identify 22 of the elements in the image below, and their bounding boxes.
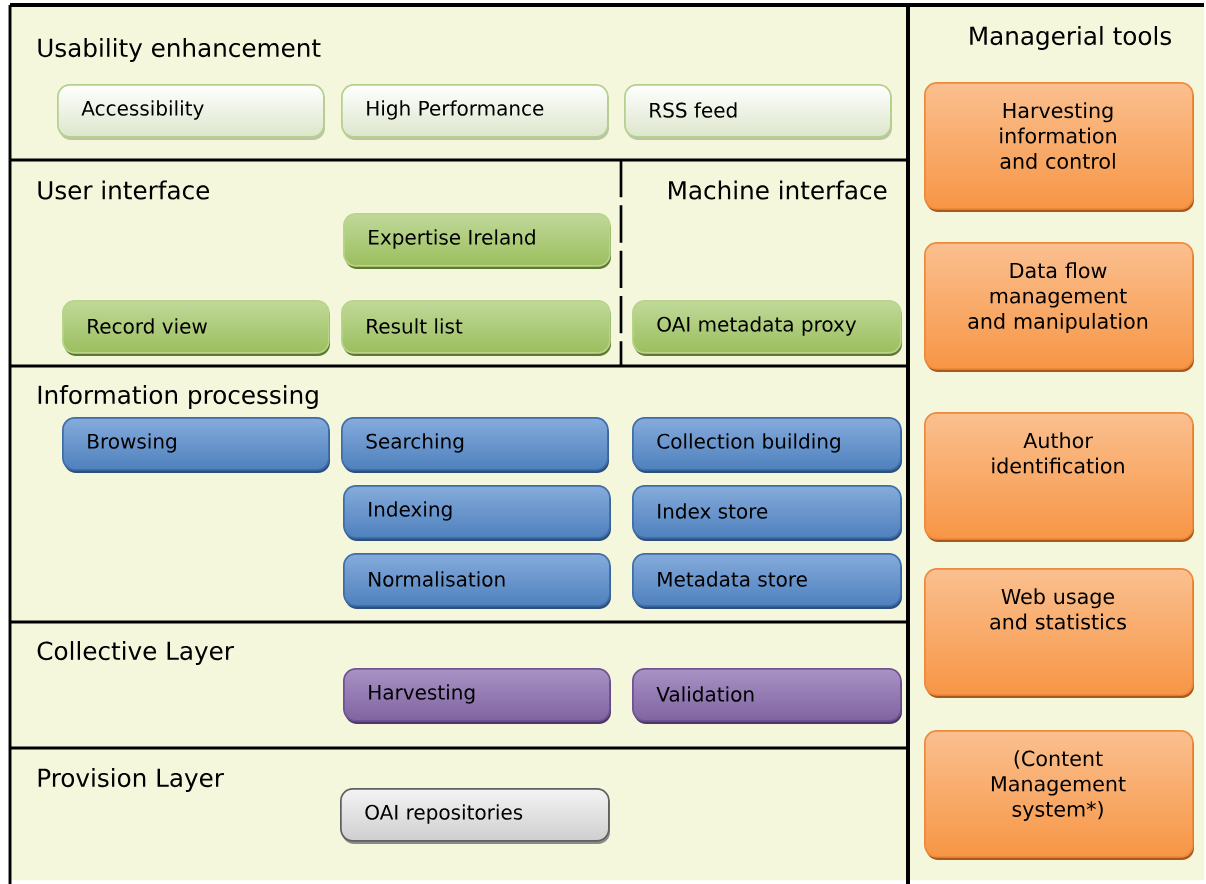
component-box: RSS feed xyxy=(624,84,892,140)
tool-box: (Content Management system*) xyxy=(924,730,1194,860)
component-box: Harvesting xyxy=(343,668,611,724)
component-box: Browsing xyxy=(62,417,330,473)
tool-box: Harvesting information and control xyxy=(924,82,1194,212)
tool-box: Web usage and statistics xyxy=(924,568,1194,698)
component-box: OAI repositories xyxy=(340,788,610,844)
tool-box: Author identification xyxy=(924,412,1194,542)
component-box: High Performance xyxy=(341,84,609,140)
tool-box: Data flow management and manipulation xyxy=(924,242,1194,372)
component-box: OAI metadata proxy xyxy=(632,300,902,356)
component-box: Validation xyxy=(632,668,902,724)
component-box: Indexing xyxy=(343,485,611,541)
component-box: Index store xyxy=(632,485,902,541)
component-box: Metadata store xyxy=(632,553,902,609)
component-box: Record view xyxy=(62,300,330,356)
component-box: Accessibility xyxy=(57,84,325,140)
component-box: Searching xyxy=(341,417,609,473)
component-box: Normalisation xyxy=(343,553,611,609)
component-box: Expertise Ireland xyxy=(343,213,611,269)
component-box: Result list xyxy=(341,300,611,356)
component-box: Collection building xyxy=(632,417,902,473)
